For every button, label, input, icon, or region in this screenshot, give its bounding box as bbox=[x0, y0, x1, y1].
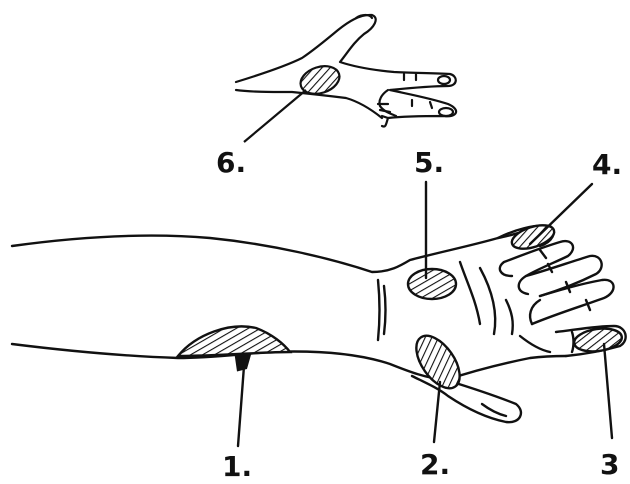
label-5: 5. bbox=[414, 146, 444, 179]
pointer-line-3 bbox=[604, 344, 612, 438]
label-1: 1. bbox=[222, 450, 252, 483]
pointer-line-6 bbox=[244, 90, 306, 142]
forearm-and-palm bbox=[12, 226, 626, 423]
label-4: 4. bbox=[592, 148, 622, 181]
pointer-line-2 bbox=[434, 382, 440, 442]
back-of-hand bbox=[236, 15, 456, 127]
label-6: 6. bbox=[216, 146, 246, 179]
pointer-line-4 bbox=[530, 184, 592, 244]
pointer-line-1 bbox=[238, 366, 244, 446]
label-3: 3 bbox=[600, 448, 619, 481]
label-2: 2. bbox=[420, 448, 450, 481]
area-2-hatched bbox=[408, 328, 469, 396]
area-5-hatched bbox=[408, 269, 456, 299]
area-1-hatched bbox=[178, 326, 290, 356]
